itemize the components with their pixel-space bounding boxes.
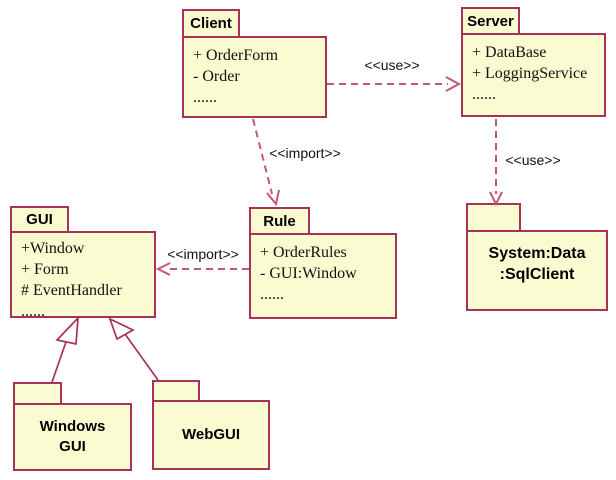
package-gui-body: +Window + Form # EventHandler ...... xyxy=(10,231,156,320)
member-line: + DataBase xyxy=(472,44,547,61)
dependency-arrow-server-to-sqlclient xyxy=(489,119,503,207)
package-client-name: Client xyxy=(190,15,232,32)
package-client-members: + OrderForm - Order ...... xyxy=(184,38,325,108)
package-windowsgui-tab xyxy=(13,382,62,403)
generalization-arrow-windowsgui-to-gui xyxy=(51,315,80,383)
package-rule-name: Rule xyxy=(263,212,296,230)
package-webgui-body: WebGUI xyxy=(152,400,270,470)
package-client-tab: Client xyxy=(182,9,240,36)
package-sqlclient: System:Data :SqlClient xyxy=(466,203,608,311)
member-line: +Window xyxy=(21,240,85,257)
generalization-arrow-webgui-to-gui xyxy=(108,317,159,381)
dependency-arrow-rule-to-gui xyxy=(155,262,249,276)
package-rule-tab: Rule xyxy=(249,207,310,233)
member-line: - GUI:Window xyxy=(260,265,357,282)
package-windowsgui-body: Windows GUI xyxy=(13,403,132,471)
package-gui: GUI +Window + Form # EventHandler ...... xyxy=(10,206,156,320)
member-line: + LoggingService xyxy=(472,65,588,82)
package-rule-members: + OrderRules - GUI:Window ...... xyxy=(251,235,395,305)
stereotype-label-import-client-rule: <<import>> xyxy=(269,145,341,161)
package-gui-members: +Window + Form # EventHandler ...... xyxy=(12,233,154,322)
member-line: - Order xyxy=(193,68,240,85)
member-line: ...... xyxy=(21,303,45,320)
member-line: ...... xyxy=(193,89,217,106)
package-sqlclient-tab xyxy=(466,203,521,230)
package-sqlclient-body: System:Data :SqlClient xyxy=(466,230,608,311)
member-line: + OrderRules xyxy=(260,244,347,261)
member-line: # EventHandler xyxy=(21,282,122,299)
package-webgui-name: WebGUI xyxy=(181,426,241,443)
member-line: + Form xyxy=(21,261,69,278)
package-server-body: + DataBase + LoggingService ...... xyxy=(461,33,606,117)
package-sqlclient-name: System:Data :SqlClient xyxy=(488,244,586,283)
package-gui-tab: GUI xyxy=(10,206,69,231)
package-client-body: + OrderForm - Order ...... xyxy=(182,36,327,118)
stereotype-label-use-client-server: <<use>> xyxy=(364,57,420,73)
package-rule: Rule + OrderRules - GUI:Window ...... xyxy=(249,207,397,319)
dependency-arrow-client-to-server xyxy=(327,76,462,92)
package-server-tab: Server xyxy=(461,7,520,33)
member-line: ...... xyxy=(472,86,496,103)
member-line: + OrderForm xyxy=(193,47,279,64)
package-webgui-tab xyxy=(152,380,200,400)
package-windowsgui: Windows GUI xyxy=(13,382,132,471)
package-server: Server + DataBase + LoggingService .....… xyxy=(461,7,606,117)
package-server-name: Server xyxy=(467,12,514,30)
package-rule-body: + OrderRules - GUI:Window ...... xyxy=(249,233,397,319)
package-server-members: + DataBase + LoggingService ...... xyxy=(463,35,604,105)
dependency-arrow-client-to-rule xyxy=(252,118,280,207)
package-webgui: WebGUI xyxy=(152,380,270,470)
stereotype-label-import-rule-gui: <<import>> xyxy=(167,246,239,262)
member-line: ...... xyxy=(260,286,284,303)
package-gui-name: GUI xyxy=(26,211,53,228)
package-client: Client + OrderForm - Order ...... xyxy=(182,9,327,118)
stereotype-label-use-server-sqlclient: <<use>> xyxy=(505,152,561,168)
package-windowsgui-name: Windows GUI xyxy=(39,418,106,455)
